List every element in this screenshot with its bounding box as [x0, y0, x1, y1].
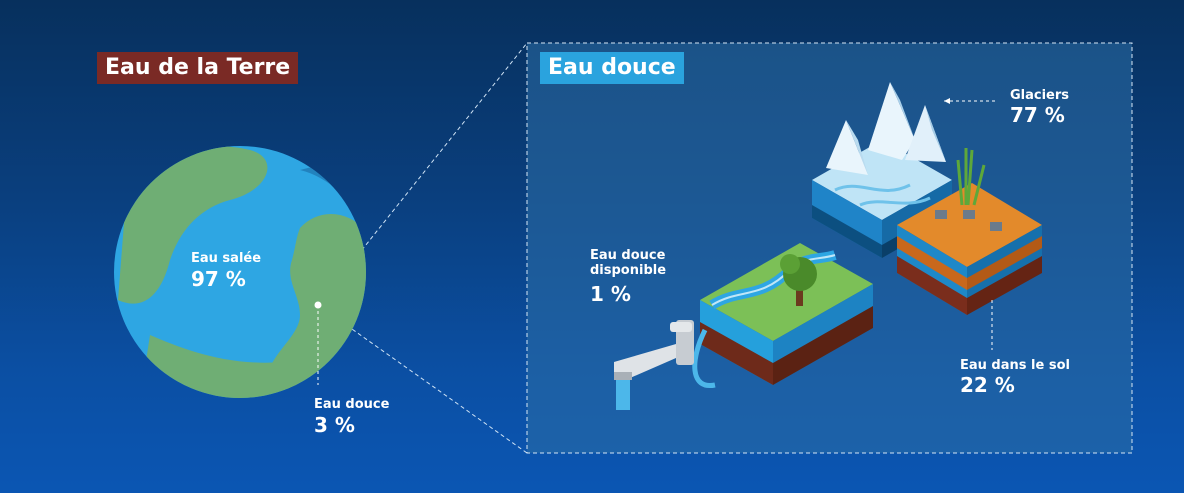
soil-block: [897, 148, 1042, 315]
freshwater-title: Eau douce: [540, 52, 684, 84]
available-water-value: 1 %: [590, 282, 631, 306]
fresh-water-value: 3 %: [314, 413, 355, 437]
available-water-block: [700, 243, 873, 385]
salt-water-value: 97 %: [191, 267, 246, 291]
earth-globe: [114, 146, 366, 398]
glaciers-value: 77 %: [1010, 103, 1065, 127]
salt-water-label: Eau salée: [191, 251, 262, 266]
earth-water-title: Eau de la Terre: [97, 52, 299, 84]
available-water-label-line2: disponible: [590, 263, 667, 278]
soil-water-value: 22 %: [960, 373, 1015, 397]
glaciers-label: Glaciers: [1010, 88, 1070, 103]
available-water-label-line1: Eau douce: [590, 248, 666, 263]
glaciers-arrow-icon: [944, 98, 950, 104]
fresh-water-label: Eau douce: [314, 397, 390, 412]
faucet-icon: [614, 320, 716, 410]
zoom-line-bottom: [317, 304, 528, 454]
soil-water-label: Eau dans le sol: [960, 358, 1070, 373]
